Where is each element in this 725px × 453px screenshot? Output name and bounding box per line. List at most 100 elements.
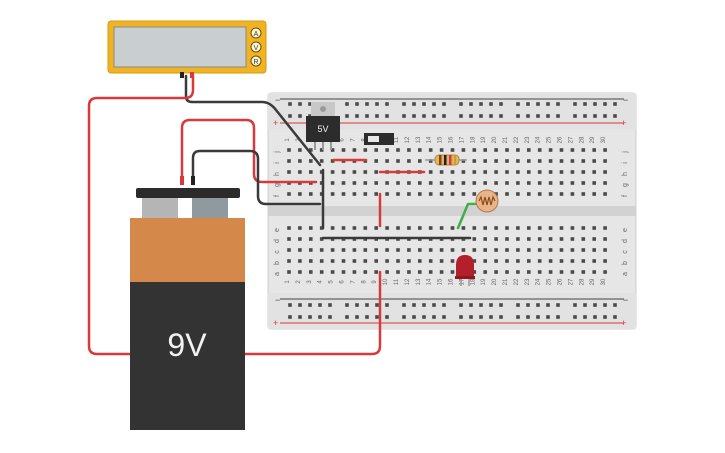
terminal-hole[interactable] [287,237,291,241]
terminal-hole[interactable] [418,159,422,163]
terminal-hole[interactable] [309,148,313,152]
terminal-hole[interactable] [559,170,564,174]
terminal-hole[interactable] [319,237,324,241]
terminal-hole[interactable] [319,226,324,230]
terminal-hole[interactable] [363,248,368,252]
terminal-hole[interactable] [570,192,575,196]
rail-hole[interactable] [489,303,493,307]
battery-9v[interactable]: 9V [130,176,245,430]
terminal-hole[interactable] [428,192,433,196]
terminal-hole[interactable] [330,248,335,252]
terminal-hole[interactable] [505,192,509,196]
rail-hole[interactable] [288,114,292,118]
terminal-hole[interactable] [385,181,389,185]
terminal-hole[interactable] [319,192,324,196]
voltage-regulator[interactable]: 5V [306,102,340,150]
rail-hole[interactable] [355,303,359,307]
terminal-hole[interactable] [407,259,411,263]
terminal-hole[interactable] [341,248,346,252]
terminal-hole[interactable] [352,226,357,230]
terminal-hole[interactable] [330,192,335,196]
terminal-hole[interactable] [472,270,477,274]
terminal-hole[interactable] [418,259,422,263]
terminal-hole[interactable] [461,226,466,230]
terminal-hole[interactable] [439,259,444,263]
terminal-hole[interactable] [527,270,531,274]
rail-hole[interactable] [583,114,587,118]
rail-hole[interactable] [422,102,426,106]
wire-multimeter-red[interactable] [87,74,195,356]
terminal-hole[interactable] [428,159,433,163]
terminal-hole[interactable] [494,159,498,163]
terminal-hole[interactable] [527,148,531,152]
terminal-hole[interactable] [472,170,477,174]
terminal-hole[interactable] [537,192,542,196]
terminal-hole[interactable] [548,259,553,263]
terminal-hole[interactable] [319,181,324,185]
terminal-hole[interactable] [428,270,433,274]
terminal-hole[interactable] [472,248,477,252]
terminal-hole[interactable] [461,148,466,152]
rail-hole[interactable] [546,315,550,319]
terminal-hole[interactable] [330,148,335,152]
terminal-hole[interactable] [363,259,368,263]
terminal-hole[interactable] [505,159,509,163]
terminal-hole[interactable] [461,248,466,252]
terminal-hole[interactable] [287,226,291,230]
rail-hole[interactable] [328,315,332,319]
terminal-hole[interactable] [548,181,553,185]
terminal-hole[interactable] [603,148,607,152]
rail-hole[interactable] [469,303,473,307]
terminal-hole[interactable] [309,170,313,174]
terminal-hole[interactable] [581,181,586,185]
terminal-hole[interactable] [439,170,444,174]
rail-hole[interactable] [375,114,379,118]
terminal-hole[interactable] [407,181,411,185]
terminal-hole[interactable] [439,270,444,274]
rail-hole[interactable] [412,315,416,319]
rail-hole[interactable] [432,303,436,307]
rail-hole[interactable] [365,315,369,319]
terminal-hole[interactable] [516,192,520,196]
terminal-hole[interactable] [385,148,389,152]
terminal-hole[interactable] [319,248,324,252]
rail-hole[interactable] [308,102,312,106]
wire-battery-to-breadboard-red[interactable] [243,270,382,356]
rail-hole[interactable] [469,102,473,106]
terminal-hole[interactable] [527,226,531,230]
wire-green[interactable] [456,202,477,230]
terminal-hole[interactable] [341,170,346,174]
terminal-hole[interactable] [581,270,586,274]
terminal-hole[interactable] [298,259,302,263]
rail-hole[interactable] [546,303,550,307]
terminal-hole[interactable] [603,270,607,274]
rail-hole[interactable] [516,315,520,319]
terminal-hole[interactable] [352,248,357,252]
terminal-hole[interactable] [309,259,313,263]
led-red[interactable] [455,255,475,286]
rail-hole[interactable] [479,102,483,106]
terminal-hole[interactable] [396,159,400,163]
rail-hole[interactable] [516,303,520,307]
terminal-hole[interactable] [287,248,291,252]
rail-hole[interactable] [593,102,597,106]
terminal-hole[interactable] [319,170,324,174]
terminal-hole[interactable] [396,248,400,252]
rail-hole[interactable] [556,114,560,118]
resistor[interactable] [425,154,467,166]
wires[interactable] [87,74,477,356]
terminal-hole[interactable] [570,259,575,263]
rail-hole[interactable] [442,114,446,118]
rail-hole[interactable] [593,315,597,319]
terminal-hole[interactable] [516,159,520,163]
terminal-hole[interactable] [298,148,302,152]
rail-hole[interactable] [308,303,312,307]
terminal-hole[interactable] [439,226,444,230]
terminal-hole[interactable] [483,181,487,185]
breadboard[interactable]: − + − + − + − + 112233445566778899101011… [267,92,637,330]
terminal-hole[interactable] [472,159,477,163]
terminal-hole[interactable] [450,192,455,196]
rail-hole[interactable] [328,303,332,307]
rail-hole[interactable] [345,114,349,118]
terminal-hole[interactable] [581,148,586,152]
